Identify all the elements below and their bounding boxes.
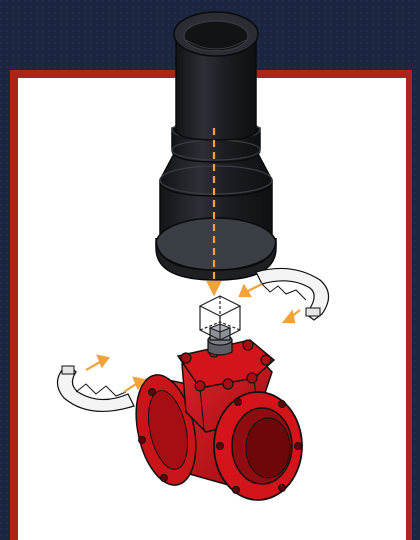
valve-assembly-illustration [0, 0, 420, 540]
